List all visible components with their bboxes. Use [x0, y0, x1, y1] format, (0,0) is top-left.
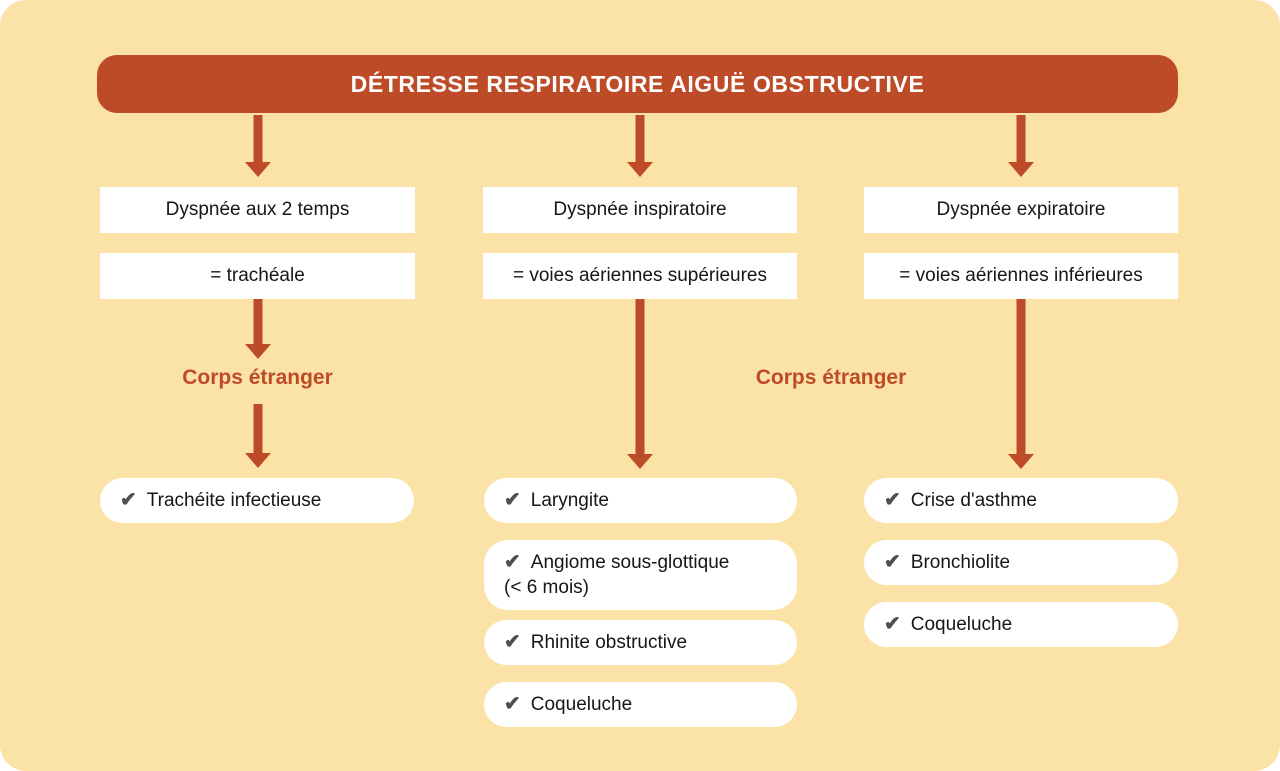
column-subheader-box: = voies aériennes supérieures: [483, 253, 797, 299]
arrow-head: [627, 454, 653, 469]
column-subheader-label: = voies aériennes inférieures: [899, 265, 1143, 286]
diagnosis-label: Trachéite infectieuse: [146, 490, 322, 511]
arrow-shaft: [635, 299, 645, 456]
diagnosis-label: Bronchiolite: [910, 552, 1011, 573]
corps-etranger-label: Corps étranger: [182, 366, 333, 389]
diagnosis-pill: ✔ Coqueluche: [864, 602, 1178, 647]
diagnosis-pill: ✔ Bronchiolite: [864, 540, 1178, 585]
arrow-shaft: [253, 299, 263, 346]
arrow-shaft: [253, 115, 263, 164]
column-subheader-box: = trachéale: [100, 253, 415, 299]
check-icon: ✔: [504, 631, 521, 653]
diagnosis-pill: ✔ Laryngite: [484, 478, 797, 523]
check-icon: ✔: [504, 693, 521, 715]
check-icon: ✔: [504, 489, 521, 511]
column-header-label: Dyspnée aux 2 temps: [165, 199, 350, 220]
diagnosis-label: Coqueluche: [530, 694, 633, 715]
corps-etranger-label: Corps étranger: [755, 366, 907, 389]
column-subheader-box: = voies aériennes inférieures: [864, 253, 1178, 299]
arrow-head: [627, 162, 653, 177]
arrow-down-icon: [627, 299, 653, 469]
arrow-down-icon: [245, 115, 271, 177]
arrow-head: [1008, 454, 1034, 469]
check-icon: ✔: [884, 613, 901, 635]
diagnosis-label: Crise d'asthme: [910, 490, 1037, 511]
arrow-shaft: [1016, 299, 1026, 456]
diagnosis-label: Angiome sous-glottique (< 6 mois): [504, 552, 730, 598]
column-header-box: Dyspnée aux 2 temps: [100, 187, 415, 233]
column-subheader-label: = voies aériennes supérieures: [512, 265, 767, 286]
arrow-shaft: [253, 404, 263, 455]
arrow-shaft: [1016, 115, 1026, 164]
title-banner: DÉTRESSE RESPIRATOIRE AIGUË OBSTRUCTIVE: [97, 55, 1178, 113]
diagnosis-pill: ✔ Rhinite obstructive: [484, 620, 797, 665]
column-header-box: Dyspnée inspiratoire: [483, 187, 797, 233]
diagnosis-pill: ✔ Trachéite infectieuse: [100, 478, 414, 523]
check-icon: ✔: [504, 551, 521, 573]
check-icon: ✔: [884, 551, 901, 573]
arrow-head: [245, 162, 271, 177]
arrow-down-icon: [245, 299, 271, 359]
column-subheader-label: = trachéale: [210, 265, 305, 286]
arrow-shaft: [635, 115, 645, 164]
diagnosis-label: Laryngite: [530, 490, 609, 511]
diagnosis-pill: ✔ Coqueluche: [484, 682, 797, 727]
arrow-down-icon: [245, 404, 271, 468]
arrow-head: [245, 453, 271, 468]
check-icon: ✔: [884, 489, 901, 511]
column-header-box: Dyspnée expiratoire: [864, 187, 1178, 233]
arrow-head: [1008, 162, 1034, 177]
column-header-label: Dyspnée expiratoire: [936, 199, 1106, 220]
diagnosis-pill: ✔ Crise d'asthme: [864, 478, 1178, 523]
diagnosis-pill: ✔Angiome sous-glottique (< 6 mois): [484, 540, 797, 610]
diagnosis-label: Rhinite obstructive: [530, 632, 688, 653]
arrow-head: [245, 344, 271, 359]
column-header-label: Dyspnée inspiratoire: [553, 199, 727, 220]
arrow-down-icon: [1008, 299, 1034, 469]
check-icon: ✔: [120, 489, 137, 511]
arrow-down-icon: [1008, 115, 1034, 177]
diagram-title: DÉTRESSE RESPIRATOIRE AIGUË OBSTRUCTIVE: [350, 70, 925, 97]
arrow-down-icon: [627, 115, 653, 177]
diagnosis-label: Coqueluche: [910, 614, 1013, 635]
